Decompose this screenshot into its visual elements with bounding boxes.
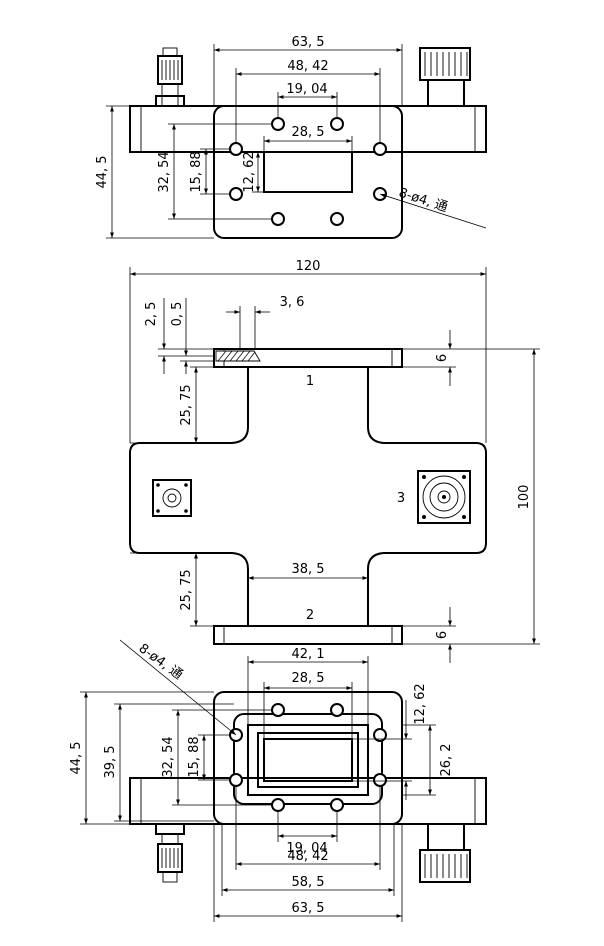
side-n-connector	[417, 470, 471, 524]
dim-side-25-75-upper: 25, 75	[179, 384, 194, 425]
bottom-mount-hole	[229, 773, 243, 787]
bottom-mount-hole	[373, 728, 387, 742]
dim-side-2-5: 2, 5	[144, 302, 159, 327]
dim-bottom-42-1: 42, 1	[291, 647, 324, 662]
side-view: 1 2 3 120 3, 6 2, 5 0, 5 25, 75 25, 75	[129, 259, 540, 663]
bottom-flange	[213, 691, 403, 825]
dim-side-0-5: 0, 5	[170, 302, 185, 327]
dim-bottom-19-04: 19, 04	[286, 841, 327, 856]
side-bottom-flange	[213, 625, 403, 645]
top-mount-hole	[229, 142, 243, 156]
dim-bottom-15-88: 15, 88	[187, 736, 202, 777]
dim-bottom-58-5: 58, 5	[291, 875, 324, 890]
top-mount-hole	[271, 117, 285, 131]
dim-side-38-5: 38, 5	[291, 562, 324, 577]
n-connector-top-right	[419, 47, 471, 107]
dim-bottom-28-5: 28, 5	[291, 671, 324, 686]
dim-top-48-42: 48, 42	[287, 59, 328, 74]
bottom-mount-hole	[330, 798, 344, 812]
top-view: 63, 5 48, 42 19, 04 28, 5 44, 5 32, 54 1…	[95, 35, 487, 239]
dim-side-3-6: 3, 6	[280, 295, 305, 310]
top-waveguide-opening	[263, 151, 353, 193]
side-sma-connector	[152, 479, 192, 517]
top-flange	[213, 105, 403, 239]
dim-top-44-5: 44, 5	[95, 155, 110, 188]
dim-side-120: 120	[296, 259, 321, 274]
sma-connector-top-left	[155, 47, 185, 107]
dim-bottom-26-2: 26, 2	[439, 743, 454, 776]
bottom-body-bar	[129, 777, 487, 825]
dim-side-6-lower: 6	[435, 631, 450, 639]
top-mount-hole	[330, 117, 344, 131]
dim-top-15-88: 15, 88	[189, 151, 204, 192]
side-top-flange	[213, 348, 403, 368]
bottom-waveguide-outer	[257, 732, 359, 788]
dim-bottom-32-54: 32, 54	[161, 736, 176, 777]
top-mount-hole	[330, 212, 344, 226]
n-connector-bottom-right	[419, 823, 471, 883]
bottom-view: 42, 1 28, 5 12, 62 26, 2 44, 5 39, 5 32,…	[69, 639, 487, 922]
dim-side-100: 100	[517, 485, 532, 510]
dim-bottom-39-5: 39, 5	[103, 745, 118, 778]
bottom-choke-ring	[247, 724, 369, 796]
dim-bottom-44-5: 44, 5	[69, 741, 84, 774]
bottom-mount-hole	[330, 703, 344, 717]
side-body-outline	[129, 367, 487, 626]
sma-connector-bottom-left	[155, 823, 185, 883]
dim-bottom-63-5: 63, 5	[291, 901, 324, 916]
top-mount-hole	[229, 187, 243, 201]
top-mount-hole	[271, 212, 285, 226]
bottom-waveguide-opening	[263, 738, 353, 782]
bottom-hole-note: 8-ø4, 通	[136, 641, 186, 683]
top-mount-hole	[373, 142, 387, 156]
top-hole-note: 8-ø4, 通	[397, 186, 450, 216]
bottom-mount-hole	[271, 703, 285, 717]
dim-side-6-upper: 6	[435, 354, 450, 362]
side-groove-hatch	[215, 350, 261, 362]
dim-top-12-62: 12, 62	[242, 151, 257, 192]
bottom-mount-hole	[373, 773, 387, 787]
bottom-choke-outer	[233, 713, 383, 805]
dim-side-25-75-lower: 25, 75	[179, 569, 194, 610]
dim-bottom-48-42: 48, 42	[287, 849, 328, 864]
dim-bottom-12-62: 12, 62	[413, 683, 428, 724]
dim-top-32-54: 32, 54	[157, 151, 172, 192]
port-label-3: 3	[397, 491, 405, 506]
bottom-mount-hole	[271, 798, 285, 812]
dim-top-19-04: 19, 04	[286, 82, 327, 97]
port-label-2: 2	[306, 608, 314, 623]
port-label-1: 1	[306, 374, 314, 389]
dim-top-28-5: 28, 5	[291, 125, 324, 140]
dim-top-63-5: 63, 5	[291, 35, 324, 50]
